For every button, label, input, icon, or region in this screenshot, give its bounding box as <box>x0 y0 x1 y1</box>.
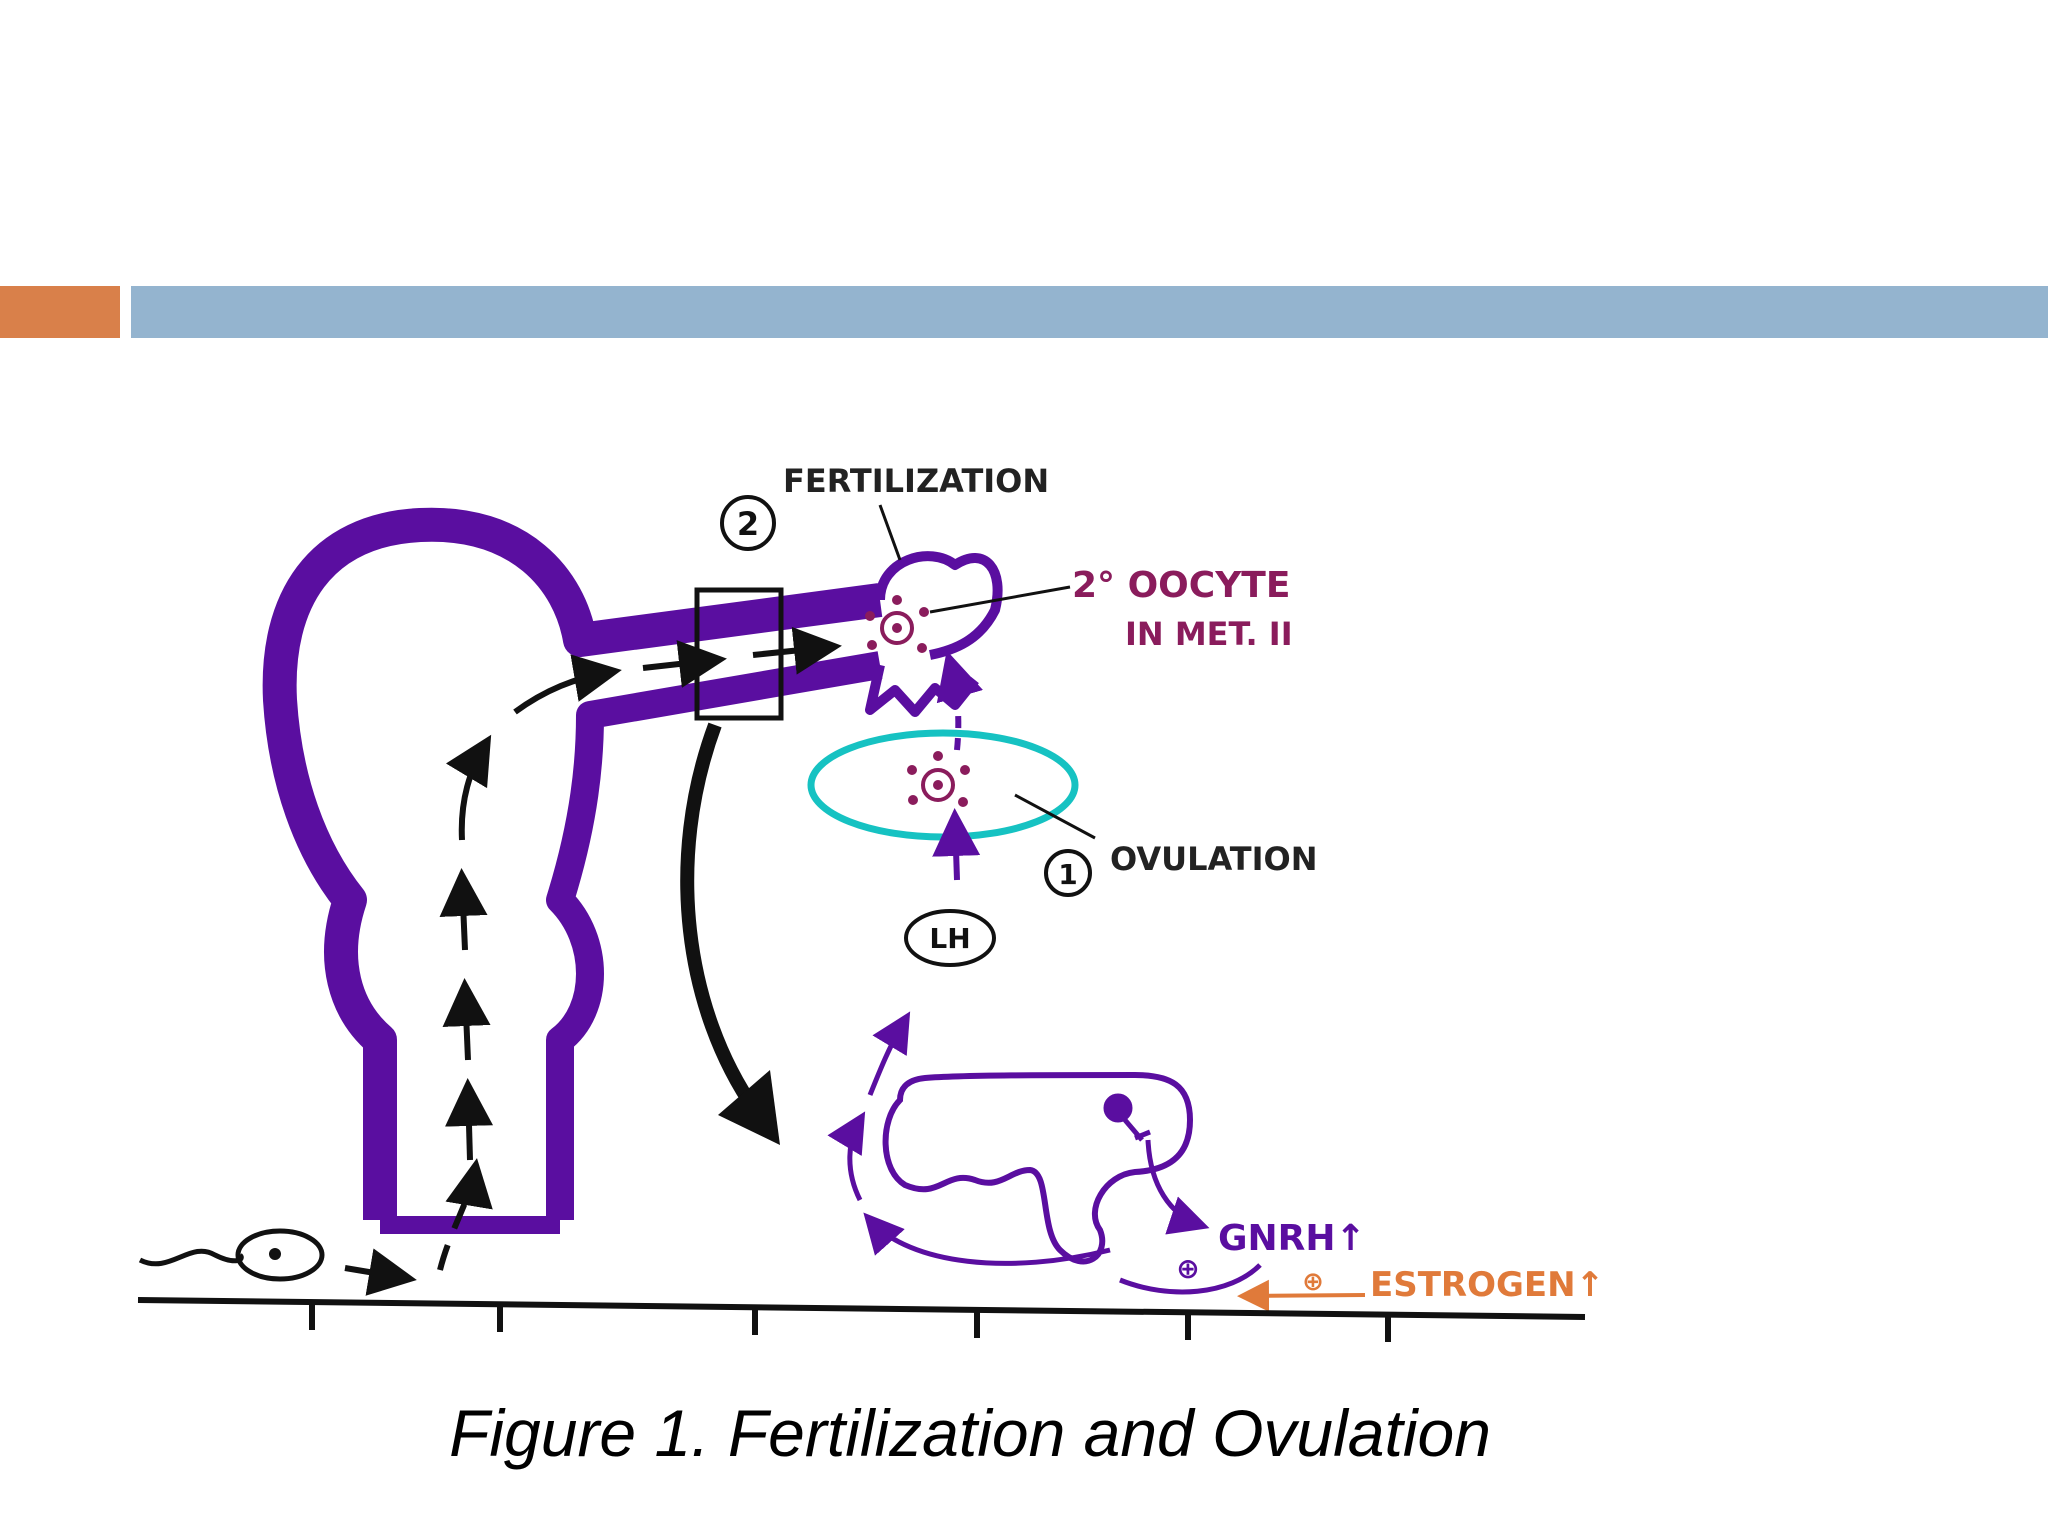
fimbriae <box>865 551 1003 717</box>
oocyte-label-line1: 2° OOCYTE <box>1072 565 1290 606</box>
oocyte-leader-line <box>929 585 1071 614</box>
timeline-axis <box>137 1297 1586 1342</box>
lh-arrows <box>932 650 983 881</box>
step-two-label: 2 <box>737 505 759 543</box>
gnrh-neuron-icon <box>1103 1093 1210 1235</box>
ovulated-oocyte-icon <box>907 751 970 807</box>
oocyte-label-line2: IN MET. II <box>1125 615 1293 653</box>
oocyte-met2-icon <box>865 595 929 653</box>
ovulation-label: OVULATION <box>1110 840 1317 878</box>
gnrh-label: GNRH↑ <box>1218 1218 1366 1259</box>
step-one-circle <box>1044 849 1092 897</box>
estrogen-label: ESTROGEN↑ <box>1370 1265 1604 1305</box>
plus-sign-two: ⊕ <box>1302 1267 1324 1297</box>
uterus-tube-outline <box>262 507 883 1234</box>
lh-label: LH <box>929 922 970 955</box>
fertilization-leader-line <box>878 504 902 561</box>
step-two-circle <box>720 495 776 551</box>
feedback-loop-arrows <box>827 1011 1262 1295</box>
step-one-label: 1 <box>1058 858 1077 891</box>
fertilization-label: FERTILIZATION <box>783 462 1049 500</box>
accent-block <box>0 286 120 338</box>
lh-oval <box>904 909 996 967</box>
hypothalamus-pituitary-outline <box>882 1071 1194 1265</box>
large-arrow-head <box>718 1070 780 1145</box>
estrogen-arrow <box>1237 1279 1366 1312</box>
figure-caption: Figure 1. Fertilization and Ovulation <box>449 1396 1491 1470</box>
title-bar <box>131 286 2048 338</box>
sperm-path-arrows <box>344 626 842 1296</box>
large-curved-arrow <box>680 722 761 1115</box>
sperm-icon <box>138 1228 325 1282</box>
plus-sign-one: ⊕ <box>1176 1252 1199 1285</box>
ovulation-leader-line <box>1014 793 1096 840</box>
